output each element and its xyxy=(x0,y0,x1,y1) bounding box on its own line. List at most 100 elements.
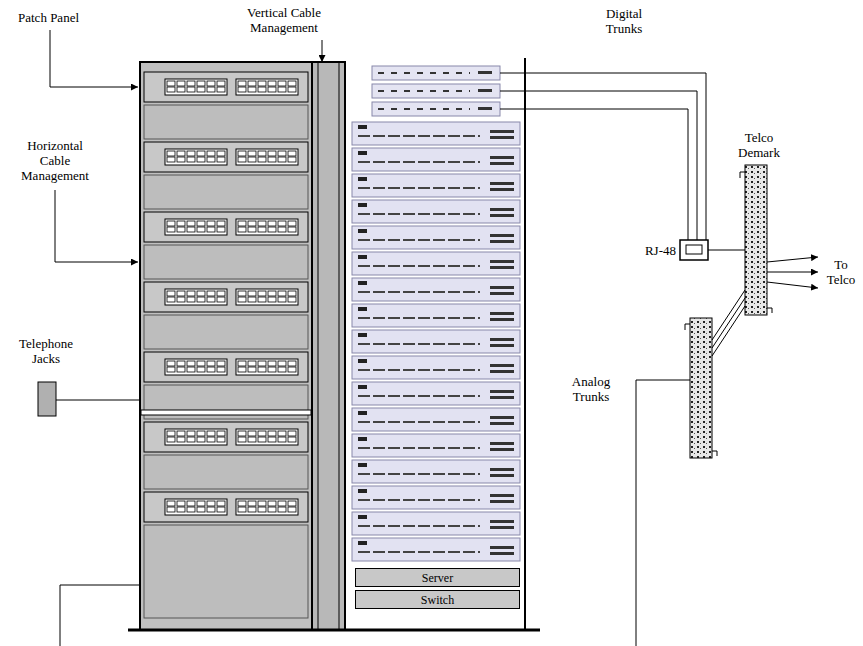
patch-port xyxy=(258,221,266,226)
patch-port xyxy=(217,507,225,512)
card-detail xyxy=(358,437,367,441)
patch-port xyxy=(288,431,296,436)
card-detail xyxy=(490,526,514,529)
patch-port xyxy=(248,151,256,156)
card-detail xyxy=(490,364,514,367)
analog-trunk-card xyxy=(352,148,520,171)
card-detail xyxy=(478,89,492,92)
patch-port xyxy=(288,87,296,92)
patch-port xyxy=(278,151,286,156)
card-detail xyxy=(358,463,367,467)
analog-trunk-card xyxy=(352,304,520,327)
patch-port xyxy=(248,291,256,296)
patch-port xyxy=(248,501,256,506)
patch-port xyxy=(248,507,256,512)
patch-panel xyxy=(144,282,308,312)
patch-port xyxy=(197,437,205,442)
patch-port xyxy=(248,367,256,372)
card-detail xyxy=(490,546,514,549)
block-hook xyxy=(740,172,745,178)
patch-port xyxy=(268,501,276,506)
patch-port xyxy=(207,157,215,162)
card-detail xyxy=(358,421,480,423)
port-block xyxy=(236,149,298,165)
patch-port xyxy=(248,81,256,86)
card-detail xyxy=(490,494,514,497)
patch-port xyxy=(197,297,205,302)
digital-trunk-card xyxy=(372,66,500,80)
card-detail xyxy=(490,552,514,555)
card-detail xyxy=(378,108,470,110)
patch-port xyxy=(238,151,246,156)
patch-port xyxy=(278,227,286,232)
patch-port xyxy=(217,221,225,226)
patch-port xyxy=(278,361,286,366)
patch-port xyxy=(207,87,215,92)
patch-port xyxy=(268,291,276,296)
patch-port xyxy=(258,361,266,366)
card-detail xyxy=(490,520,514,523)
card-detail xyxy=(490,188,514,191)
analog-trunk-card xyxy=(352,226,520,249)
card-detail xyxy=(490,474,514,477)
patch-port xyxy=(238,361,246,366)
patch-port xyxy=(238,291,246,296)
patch-port xyxy=(288,437,296,442)
patch-port xyxy=(177,437,185,442)
patch-port xyxy=(288,157,296,162)
patch-port xyxy=(207,291,215,296)
patch-port xyxy=(217,297,225,302)
card-detail xyxy=(490,448,514,451)
patch-port xyxy=(167,431,175,436)
patch-port xyxy=(177,87,185,92)
patch-port xyxy=(187,227,195,232)
card-detail xyxy=(358,265,480,267)
card-detail xyxy=(490,344,514,347)
analog-trunk-card xyxy=(352,200,520,223)
patch-port xyxy=(217,437,225,442)
patch-panel xyxy=(144,72,308,102)
analog-trunk-card xyxy=(352,252,520,275)
demark-wire xyxy=(708,250,745,251)
card-detail xyxy=(490,396,514,399)
patch-port xyxy=(197,151,205,156)
card-detail xyxy=(358,551,480,553)
part-label: Telco Demark xyxy=(727,130,791,160)
patch-port xyxy=(167,87,175,92)
patch-port xyxy=(248,221,256,226)
patch-port xyxy=(207,227,215,232)
patch-port xyxy=(238,437,246,442)
vertical-cable-manager xyxy=(312,62,345,630)
patch-port xyxy=(268,81,276,86)
digital-trunk-card xyxy=(372,102,500,116)
patch-port xyxy=(177,431,185,436)
leader-line xyxy=(50,30,138,87)
leader-line xyxy=(322,40,323,62)
equipment-box: Switch xyxy=(355,590,520,609)
patch-port xyxy=(177,367,185,372)
card-detail xyxy=(358,255,367,259)
patch-port xyxy=(167,437,175,442)
patch-port xyxy=(258,87,266,92)
patch-port xyxy=(258,297,266,302)
card-detail xyxy=(490,136,514,139)
card-detail xyxy=(358,525,480,527)
port-block xyxy=(165,499,227,515)
patch-port xyxy=(187,81,195,86)
card-detail xyxy=(490,292,514,295)
patch-port xyxy=(238,431,246,436)
rack-post xyxy=(524,58,526,630)
patch-port xyxy=(167,501,175,506)
card-detail xyxy=(490,318,514,321)
patch-port xyxy=(278,81,286,86)
patch-rack xyxy=(140,62,312,630)
patch-port xyxy=(197,507,205,512)
patch-port xyxy=(248,157,256,162)
card-detail xyxy=(490,130,514,133)
port-block xyxy=(236,499,298,515)
patch-port xyxy=(238,87,246,92)
card-detail xyxy=(490,442,514,445)
patch-port xyxy=(167,367,175,372)
patch-port xyxy=(177,501,185,506)
patch-port xyxy=(258,291,266,296)
